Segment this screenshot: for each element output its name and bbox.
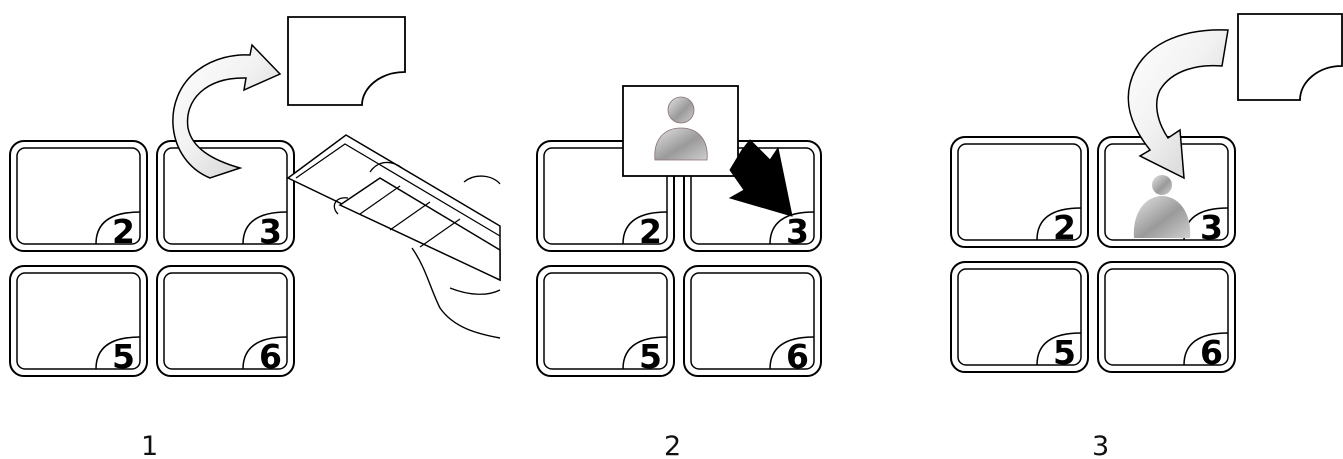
key-number: 5	[112, 337, 135, 376]
key-tile: 3	[156, 140, 295, 252]
key-tile: 2	[950, 136, 1089, 248]
key-tile: 5	[950, 261, 1089, 373]
panel-3: 2 3 5 6 3	[950, 13, 1343, 459]
arrow-down-right-icon	[728, 139, 793, 217]
step-label: 2	[664, 431, 681, 459]
key-number: 2	[1053, 208, 1076, 247]
key-tile: 5	[9, 265, 148, 377]
key-tile: 2	[9, 140, 148, 252]
utility-knife-icon	[286, 134, 501, 339]
curved-arrow-icon	[172, 43, 282, 179]
key-number: 2	[639, 212, 662, 251]
key-tile: 5	[536, 265, 675, 377]
removed-label-card	[287, 16, 406, 106]
key-number: 6	[786, 337, 809, 376]
key-number: 5	[1053, 333, 1076, 372]
key-number: 2	[112, 212, 135, 251]
cover-card	[1237, 13, 1343, 101]
key-number: 5	[639, 337, 662, 376]
key-tile: 6	[1097, 261, 1236, 373]
panel-2: 2 3 5 6	[536, 85, 822, 459]
key-tile: 6	[683, 265, 822, 377]
panel-1: 2 3 5 6	[9, 16, 501, 459]
person-silhouette-icon	[654, 96, 708, 161]
person-silhouette-icon	[1133, 175, 1191, 238]
curved-arrow-icon	[1127, 29, 1229, 180]
key-tile: 6	[156, 265, 295, 377]
step-label: 1	[141, 431, 158, 459]
step-label: 3	[1092, 431, 1109, 459]
key-number: 6	[1200, 333, 1223, 372]
key-number: 6	[259, 337, 282, 376]
key-tile: 3	[1097, 136, 1236, 248]
photo-label-card	[622, 85, 739, 177]
key-number: 3	[786, 212, 809, 251]
key-number: 3	[1200, 208, 1223, 247]
key-number: 3	[259, 212, 282, 251]
